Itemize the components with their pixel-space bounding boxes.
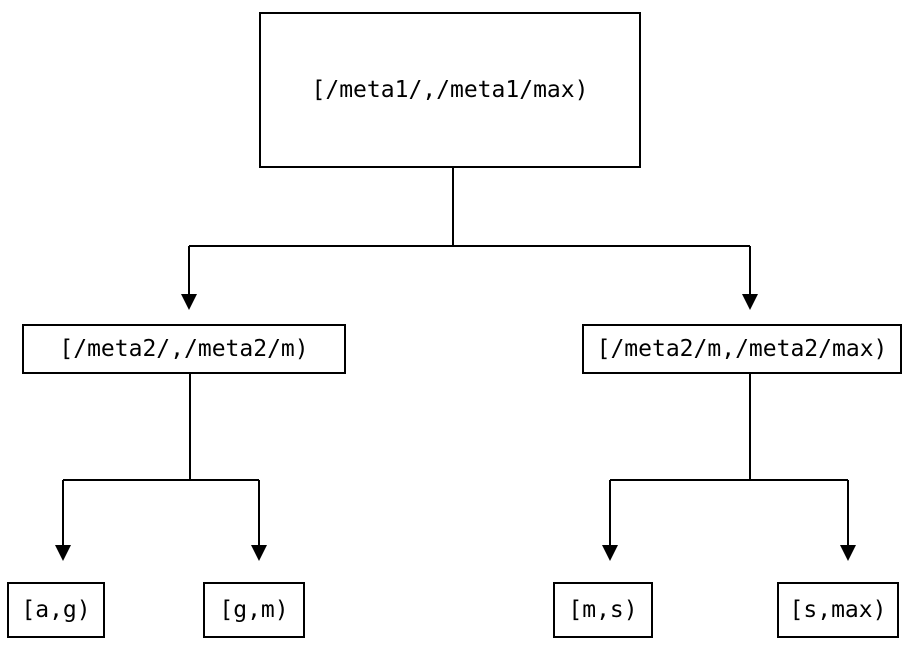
node-leaf-ag: [a,g) (7, 582, 105, 638)
node-label: [m,s) (568, 596, 638, 623)
arrow-down-icon (840, 545, 856, 561)
node-leaf-gm: [g,m) (203, 582, 305, 638)
node-label: [s,max) (789, 596, 887, 623)
node-label: [a,g) (21, 596, 91, 623)
node-leaf-ms: [m,s) (553, 582, 653, 638)
node-root: [/meta1/,/meta1/max) (259, 12, 641, 168)
edge-root-to-children (181, 168, 758, 310)
arrow-down-icon (602, 545, 618, 561)
node-label: [g,m) (219, 596, 289, 623)
arrow-down-icon (55, 545, 71, 561)
node-leaf-smax: [s,max) (777, 582, 899, 638)
node-label: [/meta1/,/meta1/max) (311, 76, 589, 103)
arrow-down-icon (251, 545, 267, 561)
node-left-mid: [/meta2/,/meta2/m) (22, 324, 346, 374)
edge-left-to-leaves (55, 374, 267, 561)
node-label: [/meta2/,/meta2/m) (59, 335, 309, 362)
node-right-mid: [/meta2/m,/meta2/max) (582, 324, 902, 374)
node-label: [/meta2/m,/meta2/max) (596, 335, 888, 362)
arrow-down-icon (742, 294, 758, 310)
edge-right-to-leaves (602, 374, 856, 561)
arrow-down-icon (181, 294, 197, 310)
